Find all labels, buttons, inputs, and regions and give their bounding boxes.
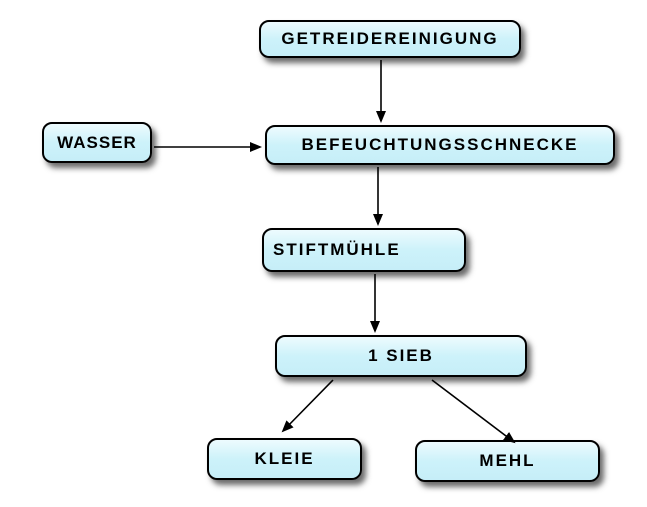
- node-1-sieb: 1 SIEB: [275, 335, 527, 377]
- node-kleie: KLEIE: [207, 438, 362, 480]
- node-wasser: WASSER: [42, 122, 152, 163]
- arrow-sieb-to-kleie: [281, 379, 334, 433]
- node-befeuchtungsschnecke: BEFEUCHTUNGSSCHNECKE: [265, 125, 615, 165]
- node-stiftmuehle: STIFTMÜHLE: [262, 228, 466, 272]
- arrow-sieb-to-mehl: [431, 379, 516, 444]
- node-mehl: MEHL: [415, 440, 600, 482]
- node-getreidereinigung: GETREIDEREINIGUNG: [259, 20, 521, 58]
